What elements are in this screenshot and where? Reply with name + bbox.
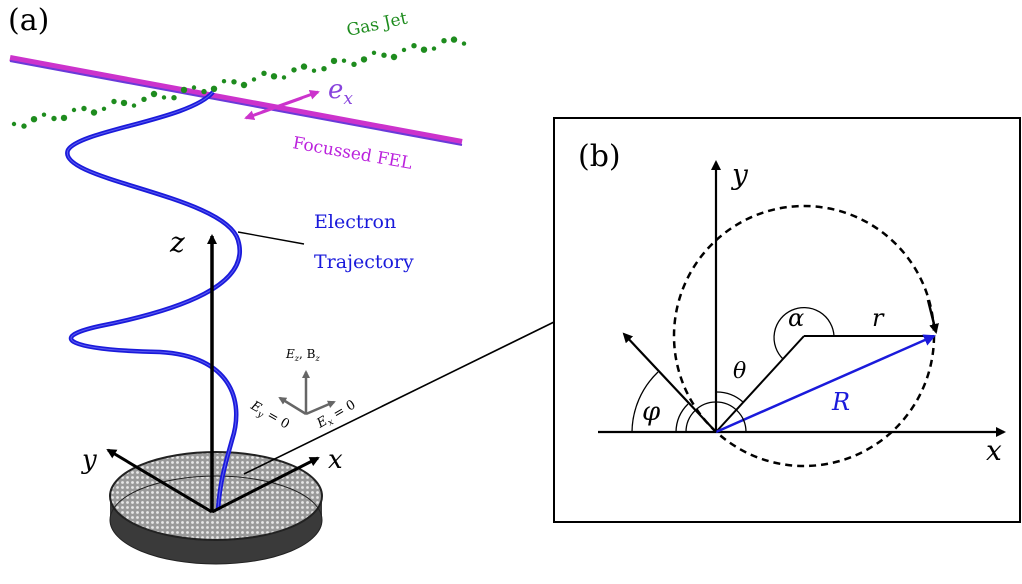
gas-jet-droplet — [21, 123, 27, 129]
phi-label: φ — [642, 397, 661, 427]
gas-jet-droplet — [341, 58, 347, 63]
gas-jet-droplet — [41, 112, 47, 117]
gas-jet-droplet — [51, 115, 57, 122]
gas-jet-droplet — [11, 121, 17, 127]
gas-jet-droplet — [201, 88, 207, 95]
axis-y-label-b: y — [730, 158, 749, 191]
r-label: r — [872, 304, 885, 332]
zoom-connector-lines — [243, 321, 555, 475]
gas-jet-droplet — [101, 106, 107, 112]
gas-jet-droplet — [311, 68, 317, 73]
gas-jet-droplet — [351, 61, 357, 67]
gas-jet-droplet — [381, 52, 387, 58]
gas-jet-droplet — [180, 86, 188, 94]
gas-jet-label: Gas Jet — [345, 8, 410, 40]
gas-jet-droplet — [321, 66, 327, 72]
gas-jet-droplet — [131, 103, 137, 108]
gas-jet-droplet — [450, 36, 458, 43]
electron-label-line2: Trajectory — [314, 251, 414, 273]
gas-jet-droplet — [71, 107, 77, 113]
R-label: R — [831, 388, 850, 416]
gas-jet-droplet — [30, 116, 38, 123]
electron-label-line1: Electron — [314, 211, 396, 233]
gas-jet-droplet — [240, 81, 248, 89]
gas-jet-droplet — [360, 56, 368, 63]
gas-jet-droplet — [60, 114, 68, 122]
ex-polarization-arrow — [244, 89, 320, 121]
gas-jet-droplet — [270, 73, 278, 80]
gas-jet-droplet — [431, 46, 437, 51]
gas-jet-droplet — [420, 46, 428, 53]
axis-y-label-a: y — [81, 445, 97, 475]
ex-label: ex — [328, 75, 353, 109]
gas-jet-droplet — [210, 85, 218, 93]
gas-jet-droplet — [390, 53, 398, 61]
gas-jet-droplet — [261, 70, 267, 77]
gas-jet-droplet — [111, 98, 117, 105]
theta-arc — [715, 391, 744, 403]
fel-label: Focussed FEL — [291, 133, 413, 174]
circle-direction-arrow — [926, 299, 939, 334]
gas-jet-droplet — [141, 96, 147, 103]
gas-jet-droplet — [441, 38, 447, 44]
y-axis-arrow — [106, 448, 213, 514]
electron-callout-line — [237, 231, 305, 245]
axis-x-label-a: x — [328, 445, 343, 475]
gas-jet-droplet — [300, 63, 308, 70]
theta-label: θ — [733, 359, 746, 384]
axis-x-label-b: x — [986, 434, 1002, 467]
electron-trajectory — [65, 90, 242, 511]
detector-disk — [109, 451, 323, 565]
gas-jet-droplets — [11, 36, 467, 129]
origin-arc — [685, 401, 747, 433]
gas-jet-droplet — [281, 75, 287, 80]
gas-jet-droplet — [150, 90, 158, 98]
gas-jet-droplet — [81, 105, 87, 112]
gas-jet-droplet — [231, 79, 237, 85]
gas-jet-droplet — [171, 95, 177, 101]
panel-b-label: (b) — [578, 139, 621, 174]
gas-jet-droplet — [330, 57, 338, 65]
phi-direction-arrow — [622, 332, 717, 433]
gas-jet-droplet — [161, 95, 167, 100]
alpha-label: α — [788, 304, 804, 332]
fel-beam — [9, 55, 463, 146]
gas-jet-droplet — [251, 77, 257, 82]
gas-jet-droplet — [401, 47, 407, 53]
gas-jet-droplet — [291, 67, 297, 73]
axis-z-label: z — [169, 226, 185, 259]
R-vector — [715, 334, 936, 434]
field-ey-label: Ey = 0 — [246, 398, 292, 434]
gas-jet-droplet — [120, 99, 128, 107]
panel-a-label: (a) — [8, 3, 49, 38]
phi-arc-inner — [675, 403, 689, 433]
panel-a-axes — [106, 234, 320, 514]
gas-jet-droplet — [191, 85, 197, 90]
gas-jet-droplet — [371, 50, 377, 55]
field-ez-bz-label: Ez, Bz — [285, 347, 320, 363]
gas-jet-droplet — [90, 109, 98, 116]
center-line — [715, 335, 805, 433]
x-axis-arrow — [211, 456, 320, 514]
panel-b-frame — [553, 117, 1021, 523]
panel-a: (a) Gas Jet ex Focussed FEL Electr — [8, 3, 467, 565]
phi-arc-outer — [631, 371, 659, 433]
gas-jet-droplet — [221, 79, 227, 84]
field-arrows — [278, 370, 336, 416]
gas-jet-droplet — [461, 41, 467, 46]
gas-jet-droplet — [411, 43, 417, 49]
alpha-arc — [773, 306, 835, 360]
panel-b: (b) x y α r θ R φ — [553, 117, 1021, 523]
